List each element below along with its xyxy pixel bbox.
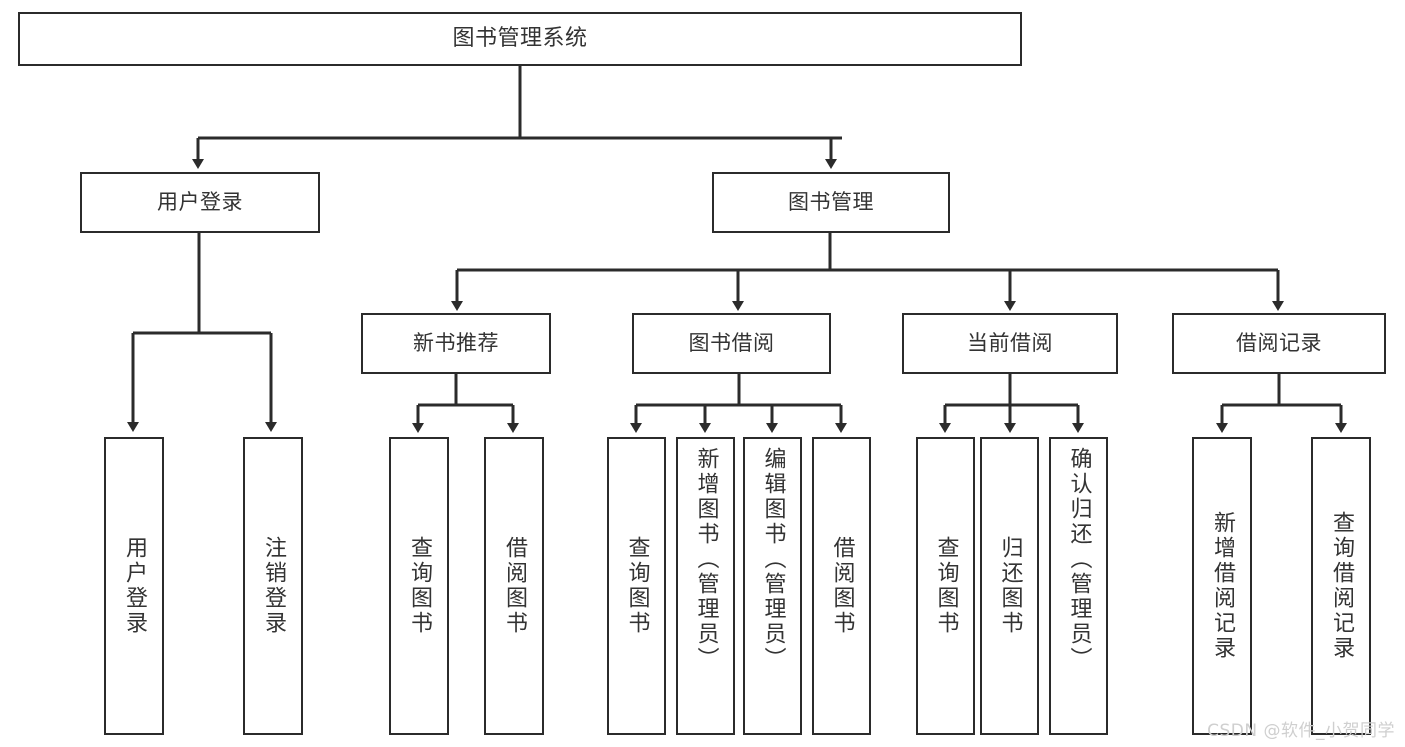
node-current-borrow-label: 当前借阅 <box>967 331 1053 356</box>
leaf-query-borrow-record-label: 查询借阅记录 <box>1329 511 1354 661</box>
node-new-book-recommend[interactable]: 新书推荐 <box>361 313 551 374</box>
node-user-login[interactable]: 用户登录 <box>80 172 320 233</box>
watermark-text: CSDN @软件_小贺同学 <box>1207 721 1395 741</box>
node-book-borrow[interactable]: 图书借阅 <box>632 313 831 374</box>
leaf-borrow-book[interactable]: 借阅图书 <box>812 437 871 735</box>
leaf-borrow-book-recommend-label: 借阅图书 <box>502 536 527 636</box>
leaf-edit-book-admin[interactable]: 编辑图书（管理员） <box>743 437 802 735</box>
leaf-query-book-recommend-label: 查询图书 <box>407 536 432 636</box>
leaf-user-logout-label: 注销登录 <box>261 536 286 636</box>
leaf-confirm-return-admin[interactable]: 确认归还（管理员） <box>1049 437 1108 735</box>
leaf-query-book-recommend[interactable]: 查询图书 <box>389 437 449 735</box>
leaf-return-book-label: 归还图书 <box>997 536 1023 636</box>
node-book-borrow-label: 图书借阅 <box>688 331 775 356</box>
leaf-confirm-return-admin-label: 确认归还（管理员） <box>1066 447 1092 672</box>
leaf-user-logout[interactable]: 注销登录 <box>243 437 303 735</box>
leaf-borrow-book-recommend[interactable]: 借阅图书 <box>484 437 544 735</box>
node-new-book-recommend-label: 新书推荐 <box>413 331 499 356</box>
leaf-add-book-admin[interactable]: 新增图书（管理员） <box>676 437 735 735</box>
node-borrow-record[interactable]: 借阅记录 <box>1172 313 1386 374</box>
leaf-user-login-label: 用户登录 <box>122 536 147 636</box>
node-book-management[interactable]: 图书管理 <box>712 172 950 233</box>
leaf-borrow-book-label: 借阅图书 <box>829 536 855 636</box>
leaf-add-book-admin-label: 新增图书（管理员） <box>693 447 719 672</box>
node-root[interactable]: 图书管理系统 <box>18 12 1022 66</box>
leaf-add-borrow-record[interactable]: 新增借阅记录 <box>1192 437 1252 735</box>
node-root-label: 图书管理系统 <box>452 26 588 52</box>
leaf-add-borrow-record-label: 新增借阅记录 <box>1210 511 1235 661</box>
node-current-borrow[interactable]: 当前借阅 <box>902 313 1118 374</box>
node-user-login-label: 用户登录 <box>157 190 243 215</box>
leaf-edit-book-admin-label: 编辑图书（管理员） <box>760 447 786 672</box>
leaf-query-book-current-label: 查询图书 <box>933 536 959 636</box>
node-book-management-label: 图书管理 <box>788 190 874 215</box>
leaf-user-login[interactable]: 用户登录 <box>104 437 164 735</box>
node-borrow-record-label: 借阅记录 <box>1236 331 1322 356</box>
leaf-query-book-current[interactable]: 查询图书 <box>916 437 975 735</box>
leaf-query-book-borrow[interactable]: 查询图书 <box>607 437 666 735</box>
leaf-query-borrow-record[interactable]: 查询借阅记录 <box>1311 437 1371 735</box>
leaf-return-book[interactable]: 归还图书 <box>980 437 1039 735</box>
leaf-query-book-borrow-label: 查询图书 <box>624 536 650 636</box>
